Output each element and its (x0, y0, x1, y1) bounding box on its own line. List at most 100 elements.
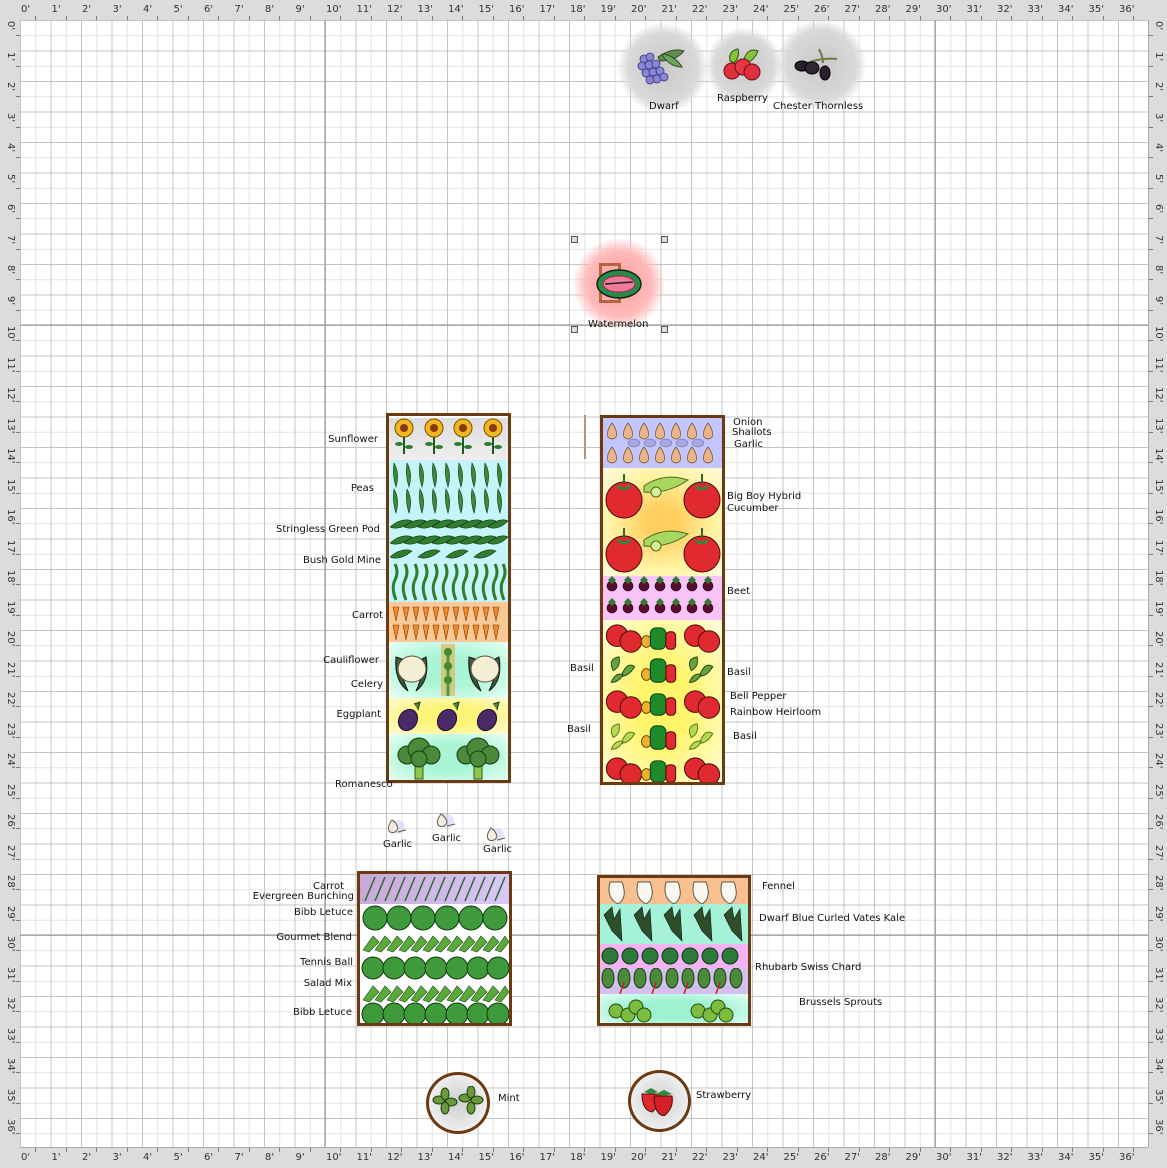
row-spinach[interactable] (600, 944, 748, 968)
plant-label: Strawberry (696, 1090, 752, 1101)
garden-canvas[interactable] (20, 20, 1148, 1147)
raised-bed-a[interactable] (386, 413, 511, 783)
ruler-tick-label: 12' (5, 387, 16, 403)
ruler-tick-mark (492, 1148, 494, 1152)
ruler-tick-mark (309, 1148, 311, 1152)
ruler-tick-mark (1149, 431, 1153, 433)
onion-icon (606, 422, 713, 464)
ruler-tick-label: 24' (5, 753, 16, 769)
ruler-tick-mark (16, 35, 20, 37)
row-peas[interactable] (389, 460, 508, 516)
ruler-tick-label: 1' (1153, 51, 1164, 61)
row-onion-shallots-garlic[interactable] (603, 418, 722, 468)
bed-b-label-basil-left-2: Basil (567, 724, 591, 735)
resize-handle-tr[interactable] (661, 236, 668, 243)
garlic-icon (387, 819, 407, 834)
ruler-tick-label: 6' (204, 1152, 214, 1163)
row-big-boy-cucumber[interactable] (603, 468, 722, 576)
resize-handle-br[interactable] (661, 326, 668, 333)
ruler-tick-label: 33' (1153, 1027, 1164, 1043)
bed-b-label-rainbow-heirloom: Rainbow Heirloom (730, 707, 822, 718)
ruler-tick-label: 35' (1088, 1152, 1104, 1163)
ruler-tick-mark (16, 431, 20, 433)
ruler-tick-mark (1149, 126, 1153, 128)
row-salad-mix[interactable] (360, 982, 509, 1004)
ruler-tick-mark (1149, 248, 1153, 250)
bed-d-label-kale: Dwarf Blue Curled Vates Kale (759, 913, 906, 924)
basil-pepper-icon (610, 656, 713, 683)
ruler-tick-label: 12' (1153, 387, 1164, 403)
right-ruler: 0'1'2'3'4'5'6'7'8'9'10'11'12'13'14'15'16… (1148, 20, 1167, 1147)
ruler-tick-label: 28' (5, 875, 16, 891)
row-bibb-letuce-2[interactable] (360, 1002, 509, 1023)
raised-bed-b[interactable] (600, 415, 725, 785)
ruler-tick-label: 31' (5, 966, 16, 982)
ruler-tick-mark (16, 828, 20, 830)
ruler-tick-mark (431, 1148, 433, 1152)
row-gourmet-blend[interactable] (360, 932, 509, 954)
raised-bed-d[interactable] (597, 875, 751, 1026)
row-bibb-letuce-1[interactable] (360, 904, 509, 932)
bed-c-label-tennis-ball: Tennis Ball (300, 957, 353, 968)
ruler-tick-label: 22' (5, 692, 16, 708)
ruler-tick-mark (16, 1102, 20, 1104)
ruler-tick-mark (16, 492, 20, 494)
ruler-tick-label: 35' (1153, 1088, 1164, 1104)
ruler-tick-label: 4' (143, 4, 153, 15)
ruler-tick-mark (218, 1148, 220, 1152)
ruler-tick-label: 3' (112, 1152, 122, 1163)
row-rhubarb-swiss-chard[interactable] (600, 968, 748, 994)
eggplant-icon (477, 701, 500, 732)
ruler-tick-label: 11' (1153, 356, 1164, 372)
ruler-tick-mark (16, 736, 20, 738)
raised-bed-c[interactable] (357, 871, 512, 1026)
ruler-tick-label: 21' (1153, 661, 1164, 677)
row-dwarf-blue-curled-vates-kale[interactable] (600, 904, 748, 944)
resize-handle-bl[interactable] (571, 326, 578, 333)
ruler-tick-mark (1072, 1148, 1074, 1152)
row-eggplant[interactable] (389, 698, 508, 734)
ruler-tick-label: 19' (600, 1152, 616, 1163)
ruler-tick-label: 35' (1088, 4, 1104, 15)
plant-label: Garlic (383, 839, 413, 850)
ruler-tick-mark (401, 1148, 403, 1152)
bed-c-label-bibb-letuce-1: Bibb Letuce (294, 907, 353, 918)
row-brussels-sprouts[interactable] (600, 994, 748, 1023)
ruler-tick-label: 29' (1153, 905, 1164, 921)
row-carrot[interactable] (389, 602, 508, 642)
row-romanesco[interactable] (389, 734, 508, 780)
tomato-pepper-icon (605, 690, 720, 720)
row-cauliflower-celery[interactable] (389, 642, 508, 698)
ruler-tick-label: 13' (1153, 417, 1164, 433)
row-carrot-evergreen-bunching[interactable] (360, 874, 509, 904)
ruler-tick-label: 9' (1153, 295, 1164, 305)
ruler-tick-mark (1149, 1011, 1153, 1013)
ruler-tick-mark (1102, 16, 1104, 20)
ruler-tick-label: 13' (5, 417, 16, 433)
ruler-tick-mark (767, 1148, 769, 1152)
brussels-sprouts-icon (608, 999, 652, 1023)
row-bush-gold-mine[interactable] (389, 562, 508, 602)
row-peppers-tomatoes-basil[interactable] (603, 620, 722, 782)
ruler-tick-label: 17' (539, 4, 555, 15)
ruler-tick-mark (16, 614, 20, 616)
ruler-tick-label: 21' (661, 1152, 677, 1163)
ruler-tick-label: 2' (82, 1152, 92, 1163)
row-fennel[interactable] (600, 878, 748, 905)
row-beet[interactable] (603, 576, 722, 620)
ruler-tick-label: 30' (5, 936, 16, 952)
ruler-tick-label: 11' (5, 356, 16, 372)
row-stringless-green-pod[interactable] (389, 516, 508, 562)
resize-handle-tl[interactable] (571, 236, 578, 243)
ruler-tick-mark (16, 401, 20, 403)
bed-b-label-basil-right-1: Basil (727, 667, 751, 678)
eggplant-icon (397, 701, 421, 732)
ruler-tick-mark (1149, 340, 1153, 342)
ruler-tick-label: 14' (5, 448, 16, 464)
ruler-tick-mark (16, 1011, 20, 1013)
ruler-tick-label: 10' (5, 326, 16, 342)
ruler-tick-mark (767, 16, 769, 20)
container-pot (628, 1070, 691, 1132)
row-sunflower[interactable] (389, 418, 508, 460)
row-tennis-ball[interactable] (360, 954, 509, 982)
